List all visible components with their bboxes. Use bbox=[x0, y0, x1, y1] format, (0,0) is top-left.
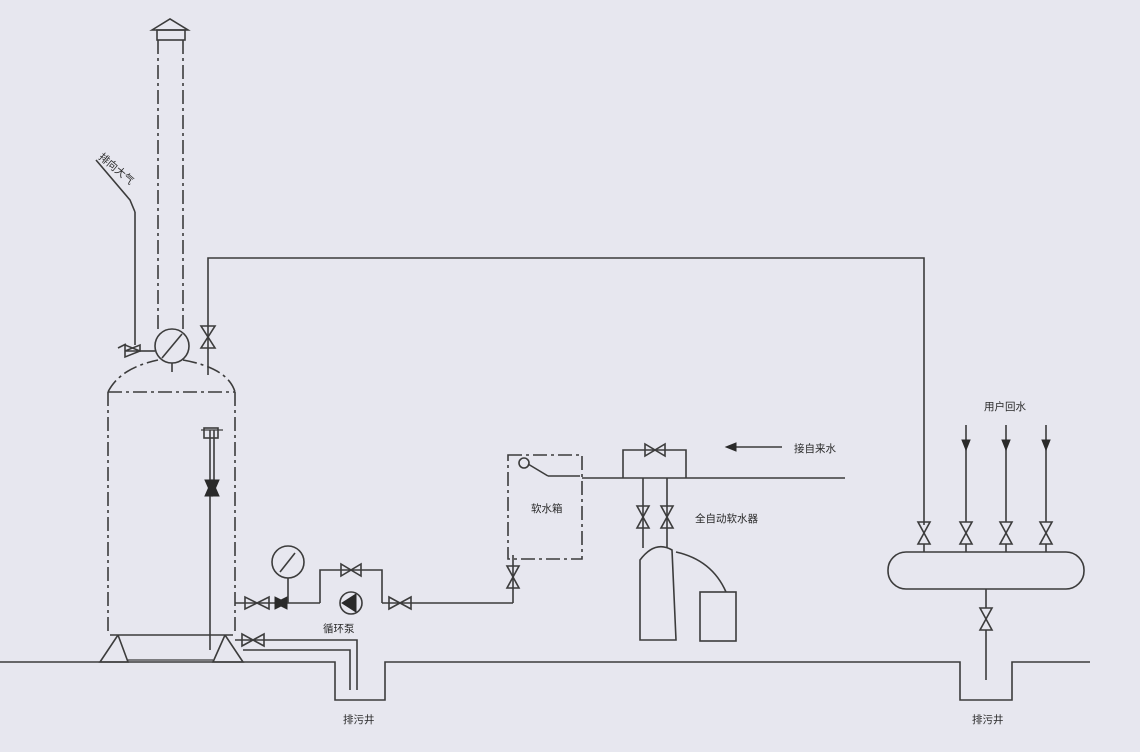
header-valve-2-icon bbox=[958, 425, 974, 552]
safety-valve-icon bbox=[95, 159, 155, 359]
user-return-water-label: 用户回水 bbox=[984, 400, 1026, 413]
blowdown-valve-icon bbox=[241, 632, 265, 648]
header-drain-valve-icon bbox=[978, 589, 994, 680]
boiler-vessel bbox=[98, 359, 245, 663]
drain-well-left-label: 排污井 bbox=[343, 713, 375, 726]
softener-pipework bbox=[642, 478, 668, 548]
level-gauge-icon bbox=[201, 427, 223, 650]
header-valve-4-icon bbox=[1038, 425, 1054, 552]
soft-water-tank bbox=[507, 454, 583, 560]
bypass-valve-icon bbox=[340, 562, 362, 578]
inlet-arrow-icon bbox=[724, 442, 782, 452]
chimney bbox=[149, 18, 191, 330]
circulation-pump-icon bbox=[339, 591, 363, 615]
drain-well-right-label: 排污井 bbox=[972, 713, 1004, 726]
tank-outlet-valve-icon bbox=[505, 565, 521, 589]
pressure-gauge-icon bbox=[271, 545, 305, 603]
softener-resin-tank bbox=[639, 545, 727, 641]
return-header bbox=[887, 551, 1085, 590]
header-valve-1-icon bbox=[916, 521, 932, 552]
vent-to-atmosphere-label: 排向大气 bbox=[96, 150, 137, 187]
ground-line bbox=[0, 661, 1090, 701]
softener-bypass-valve-icon bbox=[644, 442, 666, 458]
brine-tank bbox=[699, 591, 737, 642]
supply-line bbox=[207, 257, 925, 525]
pump-inlet-valve-icon bbox=[244, 595, 289, 611]
supply-valve-icon bbox=[199, 325, 217, 349]
pump-pipework bbox=[235, 555, 514, 604]
softener-valve-right-icon bbox=[659, 505, 675, 529]
header-valve-3-icon bbox=[998, 425, 1014, 552]
soft-water-tank-label: 软水箱 bbox=[531, 502, 563, 515]
pump-outlet-valve-icon bbox=[388, 595, 412, 611]
blowdown-pipework bbox=[235, 639, 358, 690]
circulation-pump-label: 循环泵 bbox=[323, 622, 355, 635]
top-gauge-icon bbox=[154, 328, 190, 372]
auto-softener-label: 全自动软水器 bbox=[695, 512, 758, 525]
tap-water-label: 接自来水 bbox=[794, 442, 836, 455]
softener-valve-left-icon bbox=[635, 505, 651, 529]
